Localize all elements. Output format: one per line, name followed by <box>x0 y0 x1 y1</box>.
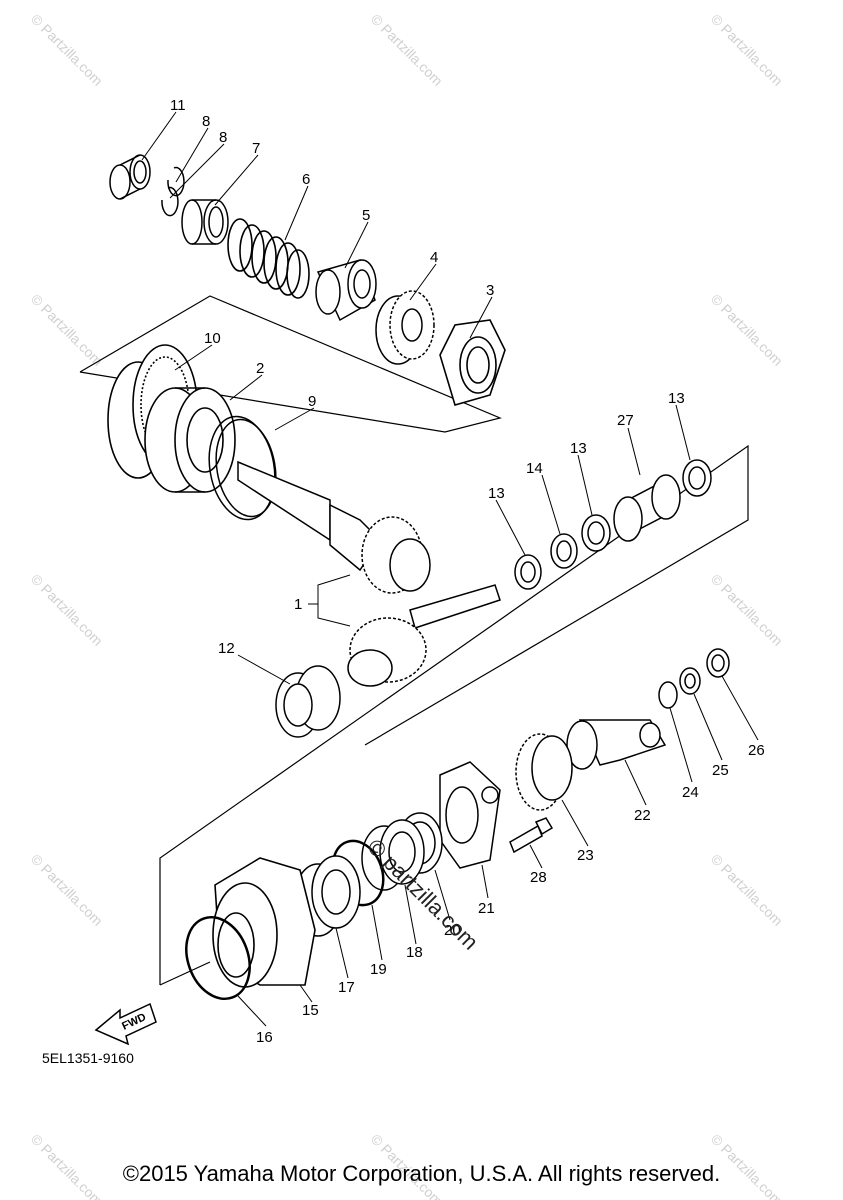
fwd-arrow-icon: FWD <box>94 1002 157 1046</box>
callout-labels: 11 8 8 7 6 5 4 3 10 2 9 13 27 13 14 13 1… <box>170 97 765 1046</box>
part-4-gear <box>375 290 435 365</box>
watermark: © Partzilla.com <box>708 291 786 369</box>
callout-6: 6 <box>302 171 310 188</box>
part-6-spring <box>227 218 310 299</box>
callout-2: 2 <box>256 360 264 377</box>
callout-13a: 13 <box>488 485 505 502</box>
part-22-yoke <box>566 719 667 770</box>
callout-17: 17 <box>338 979 355 996</box>
part-12-bearing <box>275 665 341 738</box>
part-1-shaft-gear <box>237 460 501 687</box>
part-code: 5EL1351-9160 <box>42 1050 134 1066</box>
callout-26: 26 <box>748 742 765 759</box>
watermark: © Partzilla.com <box>28 291 106 369</box>
callout-16: 16 <box>256 1029 273 1046</box>
callout-1: 1 <box>294 596 302 613</box>
callout-12: 12 <box>218 640 235 657</box>
watermark: © Partzilla.com <box>708 851 786 929</box>
part-5-cam <box>315 259 377 322</box>
watermark: © Partzilla.com <box>28 571 106 649</box>
callout-13c: 13 <box>668 390 685 407</box>
group-frame-top <box>79 295 502 433</box>
group-frame-bottom <box>159 444 749 986</box>
part-16-oring <box>185 915 251 1001</box>
callout-7: 7 <box>252 140 260 157</box>
callout-8a: 8 <box>202 113 210 130</box>
leader-lines <box>141 111 759 1027</box>
callout-20: 20 <box>444 922 461 939</box>
callout-24: 24 <box>682 784 699 801</box>
part-2-bearing <box>144 387 236 493</box>
part-15-housing <box>212 857 316 988</box>
part-28-bolt <box>509 817 554 854</box>
part-7-collar <box>181 199 229 245</box>
watermark: © Partzilla.com <box>28 851 106 929</box>
callout-25: 25 <box>712 762 729 779</box>
callout-19: 19 <box>370 961 387 978</box>
callout-9: 9 <box>308 393 316 410</box>
callout-14: 14 <box>526 460 543 477</box>
callout-21: 21 <box>478 900 495 917</box>
callout-11: 11 <box>170 97 186 114</box>
part-23-gear <box>515 733 573 811</box>
callout-23: 23 <box>577 847 594 864</box>
part-11-bearing <box>109 154 151 200</box>
callout-13b: 13 <box>570 440 587 457</box>
callout-15: 15 <box>302 1002 319 1019</box>
part-8-circlips <box>161 166 185 217</box>
callout-3: 3 <box>486 282 494 299</box>
part-9-oring <box>208 415 277 521</box>
watermark: © Partzilla.com <box>708 571 786 649</box>
watermark: © Partzilla.com <box>708 11 786 89</box>
callout-27: 27 <box>617 412 634 429</box>
callout-18: 18 <box>406 944 423 961</box>
callout-10: 10 <box>204 330 221 347</box>
parts-24-25-26 <box>658 648 730 709</box>
part-18-seal <box>361 819 425 891</box>
callout-28: 28 <box>530 869 547 886</box>
parts-13-14-27-washers <box>514 459 712 590</box>
copyright-notice: ©2015 Yamaha Motor Corporation, U.S.A. A… <box>122 1161 721 1186</box>
watermark: © Partzilla.com <box>28 11 106 89</box>
callout-8b: 8 <box>219 129 227 146</box>
callout-5: 5 <box>362 207 370 224</box>
part-3-nut <box>439 319 506 406</box>
watermark: © Partzilla.com <box>368 11 446 89</box>
callout-22: 22 <box>634 807 651 824</box>
part-21-plate <box>439 761 501 869</box>
callout-4: 4 <box>430 249 438 266</box>
